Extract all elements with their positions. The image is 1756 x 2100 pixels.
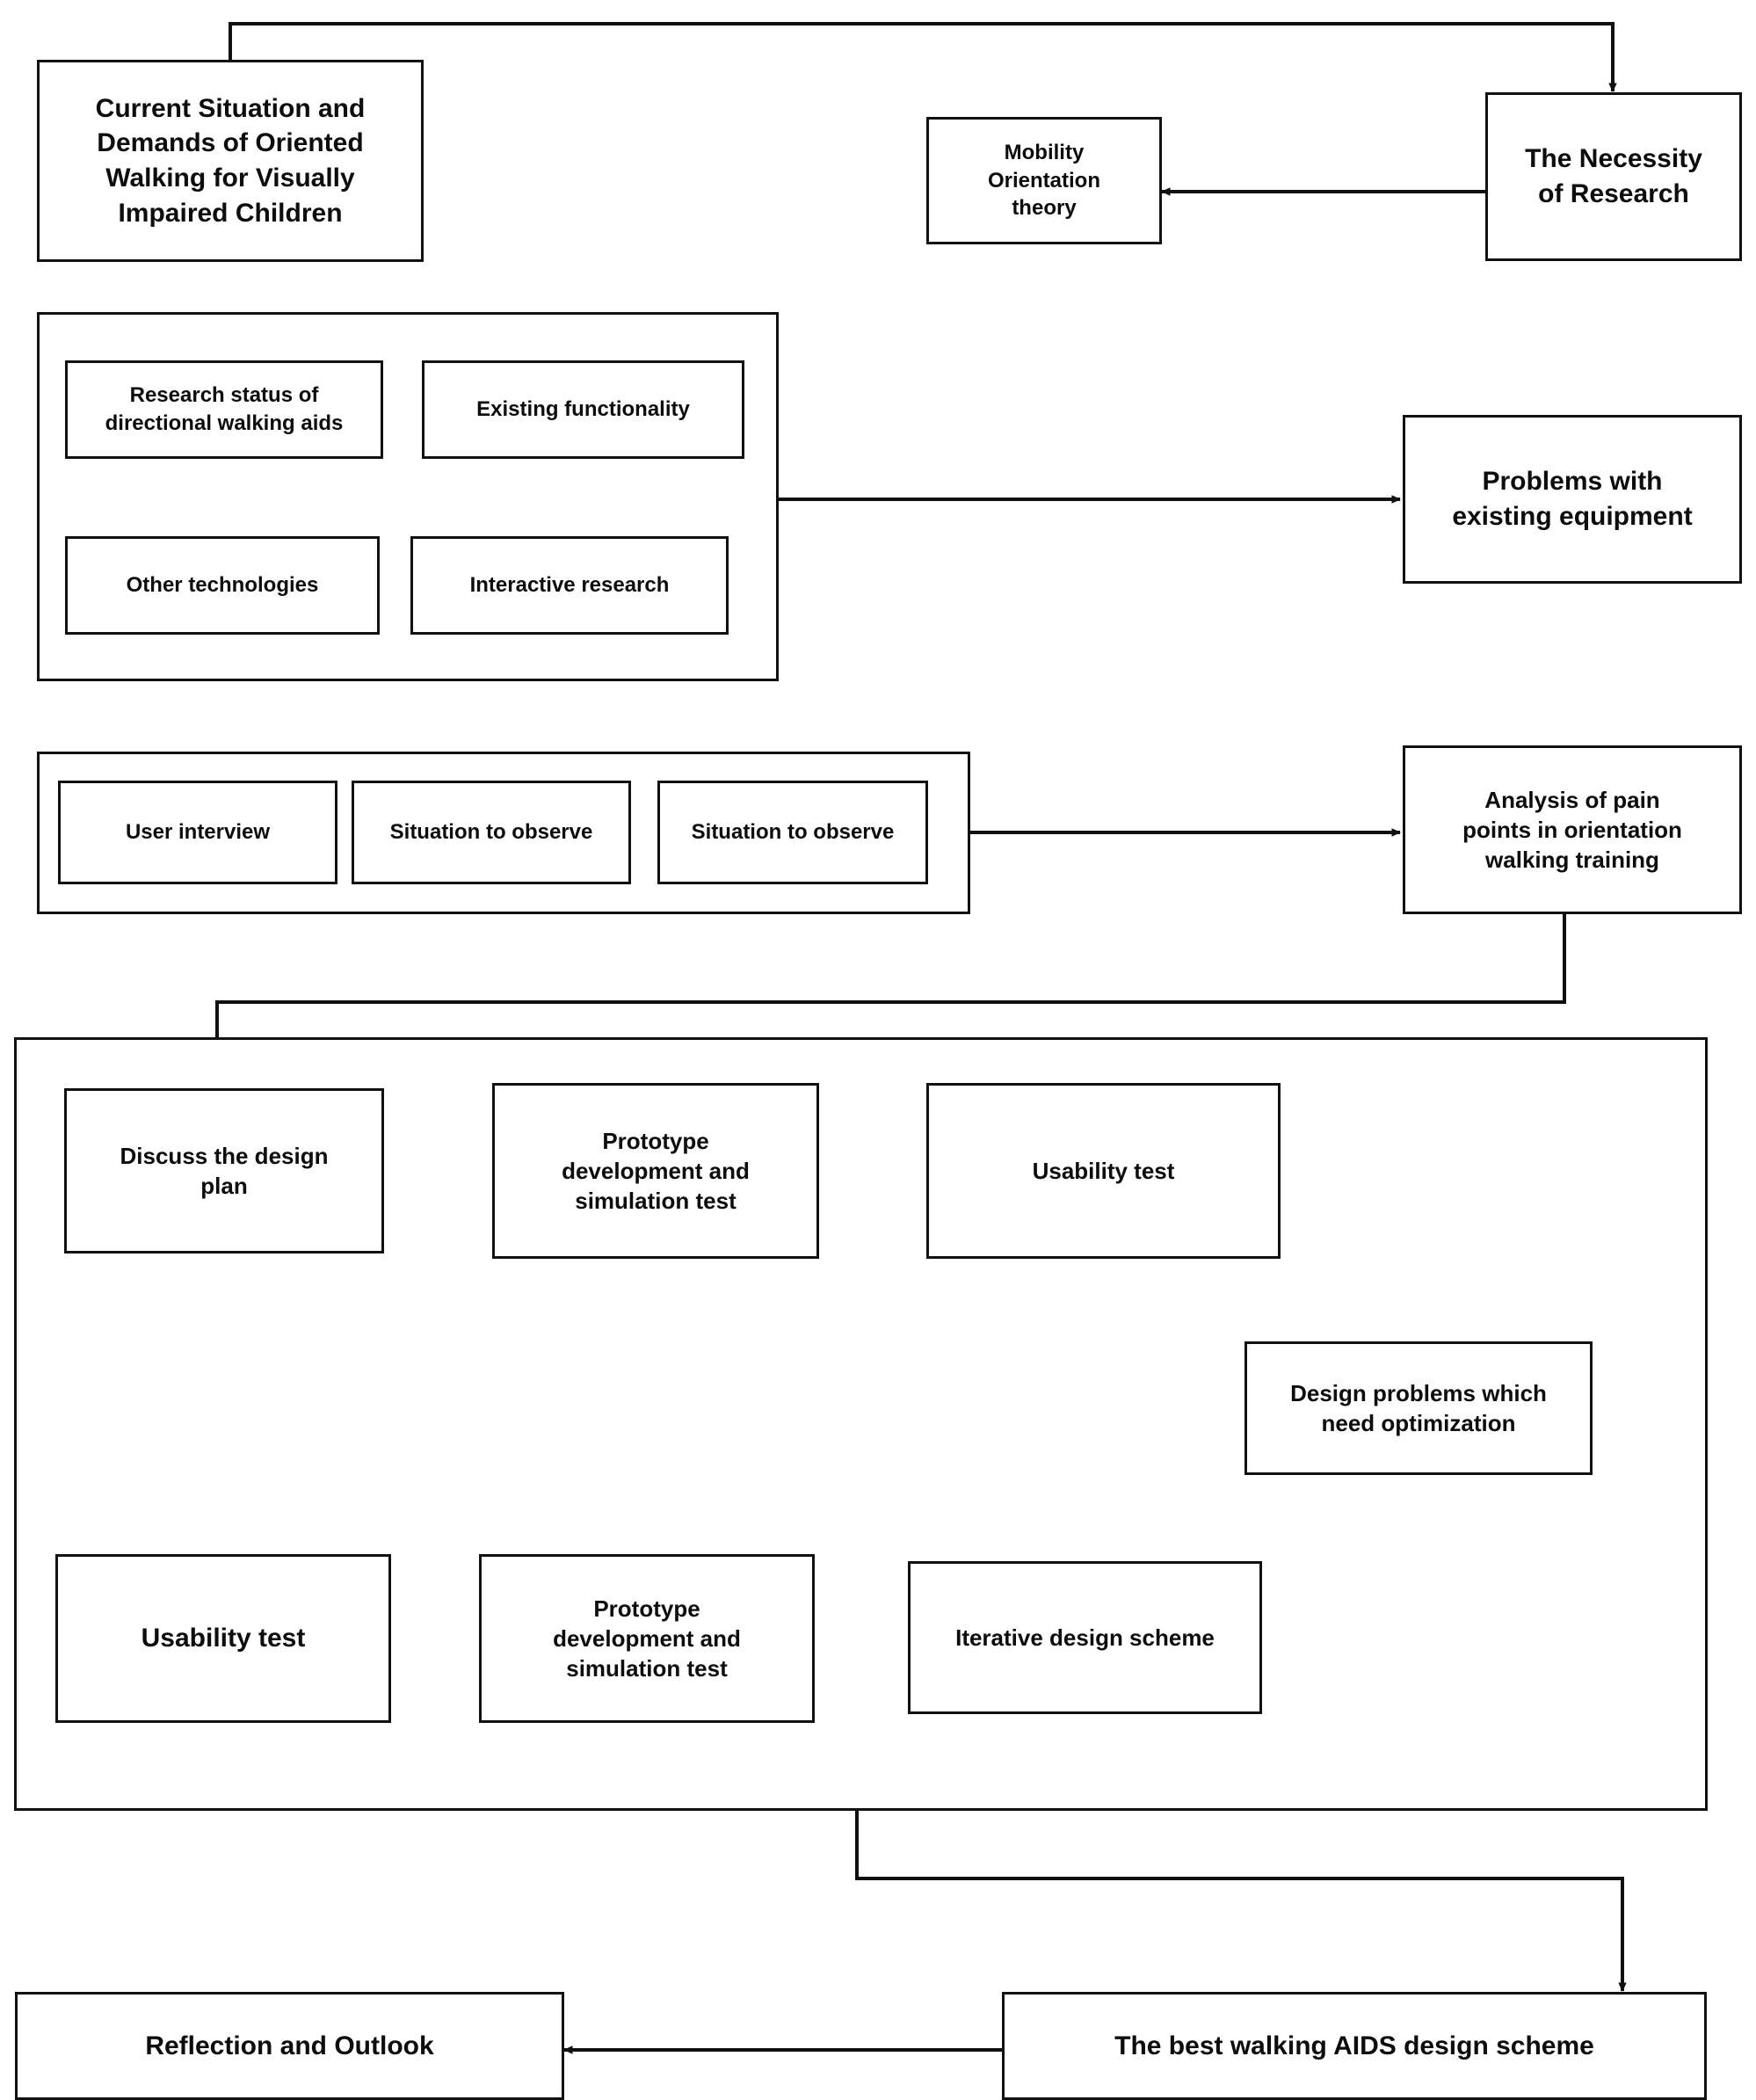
node-mobility-theory[interactable]: Mobility Orientation theory [926, 117, 1162, 244]
node-interactive-research[interactable]: Interactive research [410, 536, 729, 635]
node-analysis-pain-points[interactable]: Analysis of pain points in orientation w… [1403, 745, 1742, 914]
node-situation-to-observe-1[interactable]: Situation to observe [352, 781, 631, 884]
node-other-technologies[interactable]: Other technologies [65, 536, 380, 635]
node-situation-to-observe-2[interactable]: Situation to observe [657, 781, 928, 884]
node-discuss-design-plan[interactable]: Discuss the design plan [64, 1088, 384, 1253]
node-necessity-of-research[interactable]: The Necessity of Research [1485, 92, 1742, 261]
edge-current-to-necessity [229, 22, 1617, 92]
node-prototype-dev-1[interactable]: Prototype development and simulation tes… [492, 1083, 819, 1259]
node-current-situation[interactable]: Current Situation and Demands of Oriente… [37, 60, 424, 262]
node-prototype-dev-2[interactable]: Prototype development and simulation tes… [479, 1554, 815, 1723]
node-usability-test-1[interactable]: Usability test [926, 1083, 1281, 1259]
edge-designgroup-to-best [855, 1811, 1627, 1992]
node-problems-existing-equipment[interactable]: Problems with existing equipment [1403, 415, 1742, 584]
node-usability-test-2[interactable]: Usability test [55, 1554, 391, 1723]
node-research-status[interactable]: Research status of directional walking a… [65, 360, 383, 459]
node-reflection-outlook[interactable]: Reflection and Outlook [15, 1992, 564, 2100]
node-iterative-design-scheme[interactable]: Iterative design scheme [908, 1561, 1262, 1714]
node-design-problems[interactable]: Design problems which need optimization [1244, 1341, 1593, 1475]
node-user-interview[interactable]: User interview [58, 781, 337, 884]
node-best-scheme[interactable]: The best walking AIDS design scheme [1002, 1992, 1707, 2100]
node-existing-functionality[interactable]: Existing functionality [422, 360, 744, 459]
